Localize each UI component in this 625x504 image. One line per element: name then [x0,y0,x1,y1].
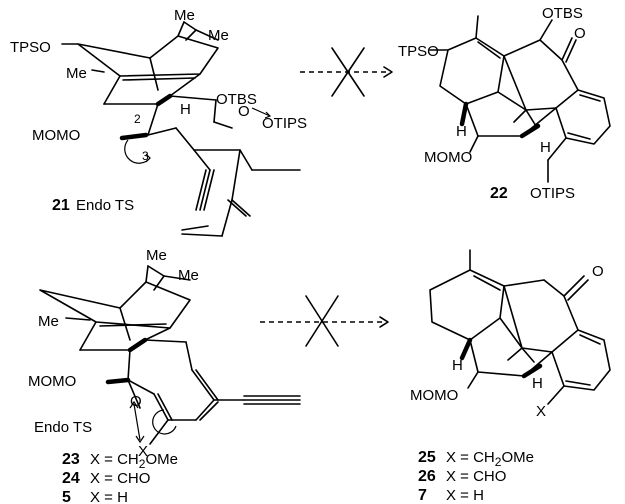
label-otips-21: OTIPS [262,115,307,132]
caption-endo-ts-21: Endo TS [76,197,134,214]
compound-number-5: 5 [62,489,71,504]
label-momo-21: MOMO [32,127,80,144]
compound-number-22: 22 [490,185,508,202]
compound-list-right: 25 X = CH2OMe 26 X = CHO 7 X = H [418,449,534,504]
label-momo-b: MOMO [28,373,76,390]
structure-22 [429,15,611,183]
compound-number-25: 25 [418,449,436,466]
label-o-b: O [130,393,142,410]
label-me-left-b: Me [38,313,59,330]
compound-number-24: 24 [62,470,80,487]
label-h2-p: H [532,375,543,392]
label-tpso-22: TPSO [398,43,439,60]
label-me-left-21: Me [66,65,87,82]
label-h2-22: H [540,139,551,156]
label-h-21: H [180,101,191,118]
label-x-p: X [536,403,546,420]
compound-number-26: 26 [418,468,436,485]
compound-number-23: 23 [62,451,80,468]
label-endo-ts-b: Endo TS [34,419,92,436]
label-o-21: O [238,103,250,120]
label-o-22: O [574,25,586,42]
label-momo-p: MOMO [410,387,458,404]
label-momo-22: MOMO [424,149,472,166]
label-x-b: X [138,443,148,460]
label-h1-p: H [452,357,463,374]
compound-formula-26: X = CHO [446,468,506,485]
compound-number-7: 7 [418,487,427,504]
crossed-arrow-top [300,47,393,97]
label-otbs-21: OTBS [216,91,257,108]
compound-formula-7: X = H [446,487,484,504]
label-c2-21: 2 [134,112,141,126]
label-me-top-b: Me [146,247,167,264]
structure-endo-ts-bottom [39,265,301,445]
crossed-arrow-bottom [260,295,389,347]
label-me-right-21: Me [208,27,229,44]
compound-formula-24: X = CHO [90,470,150,487]
label-me-right-b: Me [178,267,199,284]
label-me-top-21: Me [174,7,195,24]
label-otips-22: OTIPS [530,185,575,202]
structure-21 [61,21,301,237]
compound-formula-23: X = CH2OMe [90,451,178,471]
label-c3-21: 3 [142,149,149,163]
compound-formula-25: X = CH2OMe [446,449,534,469]
label-tpso-21: TPSO [10,39,51,56]
label-otbs-22: OTBS [542,5,583,22]
label-o-p: O [592,263,604,280]
compound-formula-5: X = H [90,489,128,504]
label-h1-22: H [456,123,467,140]
structure-product-bottom [429,249,611,405]
compound-number-21: 21 [52,197,70,214]
compound-list-left: 23 X = CH2OMe 24 X = CHO 5 X = H [62,451,178,504]
